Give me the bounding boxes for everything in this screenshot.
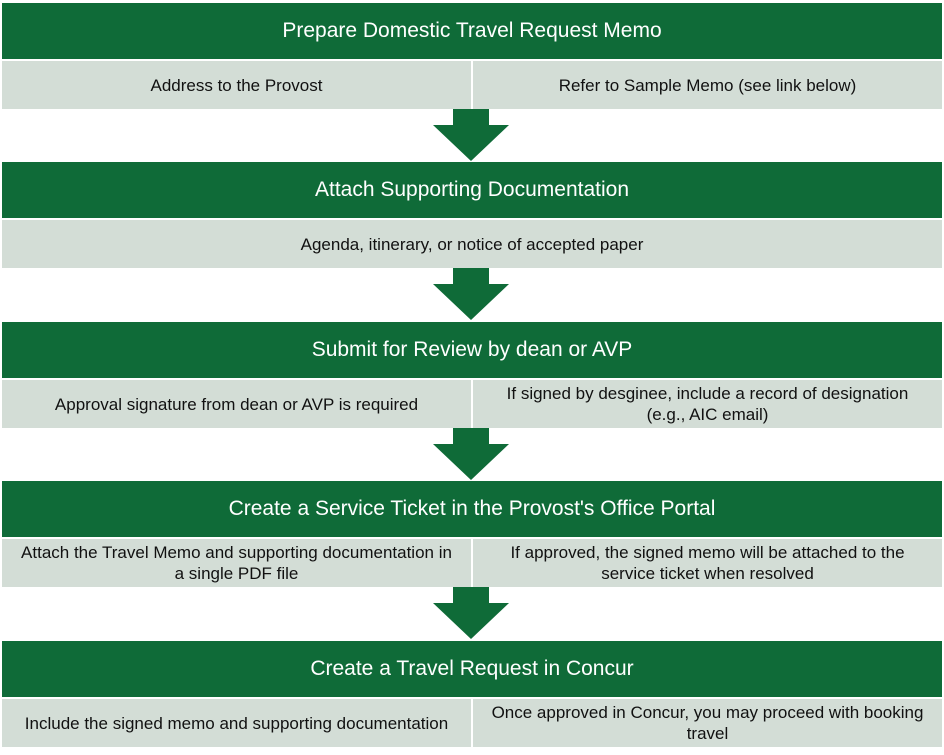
step-4-details: Attach the Travel Memo and supporting do… (2, 537, 942, 587)
step-2-details: Agenda, itinerary, or notice of accepted… (2, 218, 942, 268)
step-3-details: Approval signature from dean or AVP is r… (2, 378, 942, 428)
step-1-detail-sample-memo: Refer to Sample Memo (see link below) (471, 61, 942, 109)
step-1-title: Prepare Domestic Travel Request Memo (2, 3, 942, 59)
down-arrow-icon (431, 109, 511, 161)
step-5-concur-request: Create a Travel Request in Concur Includ… (2, 641, 942, 747)
down-arrow-icon (431, 587, 511, 639)
step-3-submit-review: Submit for Review by dean or AVP Approva… (2, 322, 942, 428)
step-2-supporting-docs: Attach Supporting Documentation Agenda, … (2, 162, 942, 268)
step-4-detail-signed-memo: If approved, the signed memo will be att… (471, 539, 942, 587)
step-5-detail-proceed-booking: Once approved in Concur, you may proceed… (471, 699, 942, 747)
step-4-detail-attach-pdf: Attach the Travel Memo and supporting do… (2, 539, 471, 587)
step-1-detail-address: Address to the Provost (2, 61, 471, 109)
step-2-detail-agenda: Agenda, itinerary, or notice of accepted… (2, 220, 942, 268)
step-4-service-ticket: Create a Service Ticket in the Provost's… (2, 481, 942, 587)
step-5-detail-include-memo: Include the signed memo and supporting d… (2, 699, 471, 747)
step-1-details: Address to the Provost Refer to Sample M… (2, 59, 942, 109)
down-arrow-icon (431, 268, 511, 320)
step-4-title: Create a Service Ticket in the Provost's… (2, 481, 942, 537)
down-arrow-icon (431, 428, 511, 480)
step-2-title: Attach Supporting Documentation (2, 162, 942, 218)
step-5-title: Create a Travel Request in Concur (2, 641, 942, 697)
step-3-detail-designee-record: If signed by desginee, include a record … (471, 380, 942, 428)
step-1-prepare-memo: Prepare Domestic Travel Request Memo Add… (2, 3, 942, 109)
step-5-details: Include the signed memo and supporting d… (2, 697, 942, 747)
step-3-detail-approval-signature: Approval signature from dean or AVP is r… (2, 380, 471, 428)
step-3-title: Submit for Review by dean or AVP (2, 322, 942, 378)
